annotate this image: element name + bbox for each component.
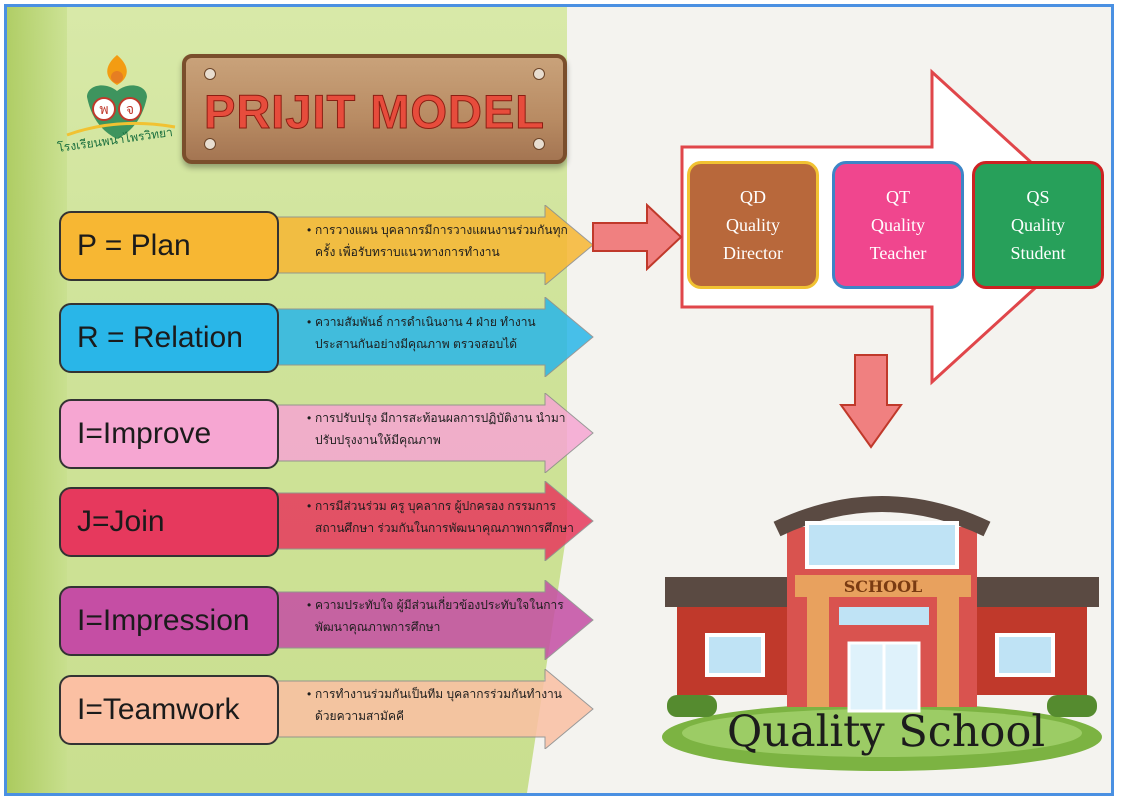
quality-line2: Student <box>1010 243 1066 263</box>
row-description: การทำงานร่วมกันเป็นทีม บุคลากรร่วมกันทำง… <box>307 683 575 727</box>
prijit-row: J=Join การมีส่วนร่วม ครู บุคลากร ผู้ปกครอ… <box>47 481 594 561</box>
prijit-row: P = Plan การวางแผน บุคลากรมีการวางแผนงานร… <box>47 205 594 285</box>
logo-emblem-icon: พ จ <box>66 55 176 139</box>
quality-line1: Quality <box>871 215 925 235</box>
school-building-image: SCHOOL <box>662 496 1102 771</box>
quality-box-qd: QD Quality Director <box>687 161 819 289</box>
row-label: P = Plan <box>59 211 279 281</box>
quality-line2: Director <box>723 243 783 263</box>
quality-box-qs: QS Quality Student <box>972 161 1104 289</box>
school-logo: พ จ โรงเรียนพนาไพรวิทยา <box>47 47 187 157</box>
row-label: I=Teamwork <box>59 675 279 745</box>
right-arrow-icon <box>592 203 683 271</box>
row-label: I=Improve <box>59 399 279 469</box>
quality-line1: Quality <box>726 215 780 235</box>
quality-abbr: QD <box>740 187 766 207</box>
nail-icon <box>204 138 216 150</box>
row-description: การปรับปรุง มีการสะท้อนผลการปฏิบัติงาน น… <box>307 407 575 451</box>
quality-abbr: QS <box>1026 187 1050 207</box>
svg-text:พ: พ <box>99 102 108 118</box>
row-description: ความประทับใจ ผู้มีส่วนเกี่ยวข้องประทับใจ… <box>307 594 575 638</box>
green-shade <box>7 7 67 793</box>
row-description: ความสัมพันธ์ การดำเนินงาน 4 ฝ่าย ทำงานปร… <box>307 311 575 355</box>
slide-frame: พ จ โรงเรียนพนาไพรวิทยา PRIJIT MODEL P =… <box>4 4 1114 796</box>
prijit-row: R = Relation ความสัมพันธ์ การดำเนินงาน 4 … <box>47 297 594 377</box>
title-sign: PRIJIT MODEL <box>182 54 567 164</box>
nail-icon <box>533 68 545 80</box>
row-description: การมีส่วนร่วม ครู บุคลากร ผู้ปกครอง กรรม… <box>307 495 575 539</box>
nail-icon <box>204 68 216 80</box>
svg-text:จ: จ <box>126 102 134 118</box>
quality-line2: Teacher <box>869 243 927 263</box>
row-label: R = Relation <box>59 303 279 373</box>
quality-box-qt: QT Quality Teacher <box>832 161 964 289</box>
page-title: PRIJIT MODEL <box>203 85 546 139</box>
prijit-row: I=Improve การปรับปรุง มีการสะท้อนผลการปฏิ… <box>47 393 594 473</box>
row-label: I=Impression <box>59 586 279 656</box>
prijit-row: I=Impression ความประทับใจ ผู้มีส่วนเกี่ยว… <box>47 580 594 660</box>
quality-school-caption: Quality School <box>727 707 1046 757</box>
prijit-row: I=Teamwork การทำงานร่วมกันเป็นทีม บุคลากร… <box>47 669 594 749</box>
nail-icon <box>533 138 545 150</box>
quality-line1: Quality <box>1011 215 1065 235</box>
school-sign-text: SCHOOL <box>844 577 923 596</box>
row-description: การวางแผน บุคลากรมีการวางแผนงานร่วมกันทุ… <box>307 219 575 263</box>
down-arrow-icon <box>839 354 903 449</box>
row-label: J=Join <box>59 487 279 557</box>
quality-abbr: QT <box>886 187 910 207</box>
